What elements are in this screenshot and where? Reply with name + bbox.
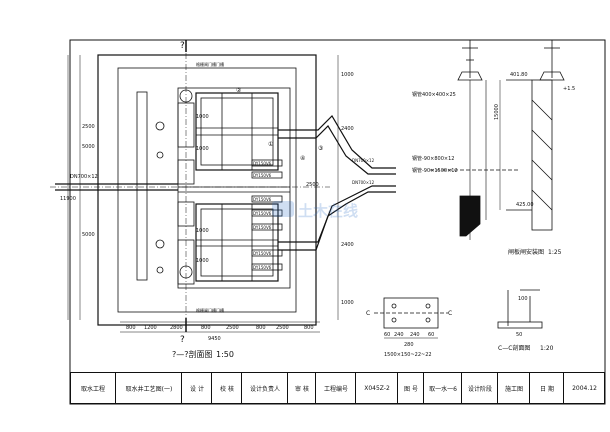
dim-right: 1000 xyxy=(341,72,354,78)
dim-bottom: 800 xyxy=(256,325,266,331)
dim-left: 5000 xyxy=(82,144,95,150)
section-c-dim: 100 xyxy=(518,296,528,302)
title-cell-checker: 校 核 xyxy=(211,373,242,403)
dim-left: 2500 xyxy=(82,124,95,130)
title-cell-reviewer: 审 核 xyxy=(287,373,316,403)
pipe-callout: DN700×12 xyxy=(352,180,375,185)
title-cell-stage: 施工图 xyxy=(497,373,530,403)
title-cell-drawing-no: 取一水一6 xyxy=(423,373,462,403)
valve-label: DY150V6 xyxy=(253,265,272,270)
plan-title: ?—?剖面图 xyxy=(172,349,213,359)
dim-bottom: 1200 xyxy=(144,325,157,331)
plan-dims-right: 1000 2400 2400 1000 xyxy=(341,72,354,306)
plan-misc-dims: 1000 1000 1000 1000 2500 xyxy=(196,114,319,264)
section-b-mark: C xyxy=(448,310,452,317)
pipe-label-left: DN700×12 xyxy=(70,174,98,180)
plan-dims-bottom: 800 1200 2800 800 2500 800 2500 800 9450 xyxy=(126,325,314,342)
title-block-row: 取水工程 取水井工艺图(一) 设 计 校 核 设计负责人 审 核 工程编号 X0… xyxy=(71,373,604,403)
section-c-view xyxy=(497,289,543,329)
section-b-dim: 240 xyxy=(410,332,420,338)
plan-valve-labels: DY150V6 DY150V6 DY150V6 DY150V6 DY150V6 … xyxy=(253,161,272,270)
dim-bottom: 2500 xyxy=(226,325,239,331)
title-cell-date-label: 日 期 xyxy=(529,373,564,403)
dim-bottom: 800 xyxy=(126,325,136,331)
section-b-mark: C xyxy=(366,310,370,317)
plan-callouts: DN700×12 DN700×12 ① ② ③ ④ 格栅闸门槽门槽 格栅闸门槽门… xyxy=(196,61,375,313)
title-cell-drawing-name: 取水井工艺图(一) xyxy=(115,373,182,403)
dim-bottom: 2800 xyxy=(170,325,183,331)
detail-view xyxy=(430,40,565,240)
callout-number: ② xyxy=(236,87,242,94)
watermark: 土木在线 xyxy=(272,201,358,220)
detail-elev-top: 401.80 xyxy=(510,72,528,78)
section-c-title: C—C剖面图 xyxy=(498,344,530,352)
dim-right: 2400 xyxy=(341,126,354,132)
detail-label: 钢管-90×1500×12 xyxy=(412,167,458,174)
detail-label: 钢管400×400×25 xyxy=(412,91,456,98)
sheet-border xyxy=(69,39,606,405)
dim-misc: 1000 xyxy=(196,114,209,120)
valve-label: DY150V6 xyxy=(253,211,272,216)
valve-label: DY150V6 xyxy=(253,161,272,166)
plan-section-mark-top: ? xyxy=(180,41,185,51)
section-b-dim: 60 xyxy=(428,332,434,338)
dim-bottom: 800 xyxy=(201,325,211,331)
title-cell-project: 取水工程 xyxy=(80,385,105,393)
section-c-dim: 50 xyxy=(516,332,522,338)
plan-scale: 1:50 xyxy=(216,350,234,359)
title-cell-date: 2004.12 xyxy=(563,373,605,403)
dim-total-left: 11900 xyxy=(60,196,76,202)
detail-elev-mid: +1.5 xyxy=(563,86,575,92)
title-cell-proj-no-label: 工程编号 xyxy=(315,373,356,403)
title-cell-drawing-no-label: 图 号 xyxy=(397,373,424,403)
dim-misc: 2500 xyxy=(306,182,319,188)
detail-title: 闸板闸安装图 xyxy=(508,248,544,256)
callout-number: ③ xyxy=(318,145,323,152)
callout-number: ④ xyxy=(300,155,305,162)
callout-number: ① xyxy=(268,141,273,148)
pipe-callout: DN700×12 xyxy=(352,158,375,163)
detail-label: 钢管-90×800×12 xyxy=(412,155,454,162)
section-b-view xyxy=(374,297,448,339)
plan-note: 格栅闸门槽门槽 xyxy=(196,307,224,313)
dim-misc: 1000 xyxy=(196,146,209,152)
plan-view xyxy=(50,40,396,333)
title-cell-stage-label: 设计阶段 xyxy=(461,373,498,403)
dim-misc: 1000 xyxy=(196,228,209,234)
title-block: 取水工程 取水井工艺图(一) 设 计 校 核 设计负责人 审 核 工程编号 X0… xyxy=(70,372,605,404)
detail-dim-vertical: 15000 xyxy=(494,104,500,120)
title-cell-lead: 设计负责人 xyxy=(241,373,288,403)
dim-right: 2400 xyxy=(341,242,354,248)
valve-label: DY150V6 xyxy=(253,173,272,178)
dim-right: 1000 xyxy=(341,300,354,306)
plan-section-mark-bottom: ? xyxy=(180,335,185,345)
section-b-dim: 60 xyxy=(384,332,390,338)
section-b-dim: 280 xyxy=(404,342,414,348)
dim-bottom: 2500 xyxy=(276,325,289,331)
plan-dims-left: 2500 5000 5000 11900 DN700×12 xyxy=(60,124,98,238)
section-c-scale: 1:20 xyxy=(540,345,554,352)
dim-bottom: 800 xyxy=(304,325,314,331)
watermark-text: 土木在线 xyxy=(298,202,358,220)
detail-elev-bottom: 425.00 xyxy=(516,202,534,208)
title-cell-proj-no: X045Z-2 xyxy=(355,373,398,403)
valve-label: DY150V6 xyxy=(253,251,272,256)
section-b-dim: 240 xyxy=(394,332,404,338)
dim-total-bottom: 9450 xyxy=(208,336,221,342)
dim-left: 5000 xyxy=(82,232,95,238)
section-b-title: 1500×150~22~22 xyxy=(384,352,432,358)
valve-label: DY150V6 xyxy=(253,197,272,202)
plan-note: 格栅闸门槽门槽 xyxy=(196,61,224,67)
dim-misc: 1000 xyxy=(196,258,209,264)
detail-scale: 1:25 xyxy=(548,249,562,256)
title-cell-designer: 设 计 xyxy=(181,373,212,403)
valve-label: DY150V6 xyxy=(253,225,272,230)
